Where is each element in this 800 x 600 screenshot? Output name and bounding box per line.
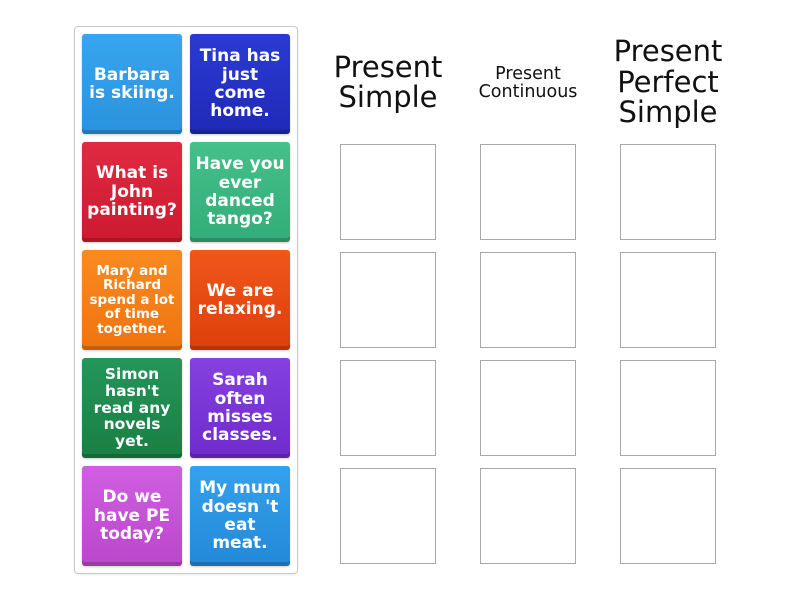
drop-zone-present-simple[interactable] — [340, 252, 436, 348]
card-text: We are relaxing. — [197, 280, 283, 319]
draggable-card[interactable]: Mary and Richard spend a lot of time tog… — [82, 250, 182, 350]
draggable-card[interactable]: What is John painting? — [82, 142, 182, 242]
card-text: Tina has just come home. — [199, 46, 281, 122]
draggable-card[interactable]: We are relaxing. — [190, 250, 290, 350]
header-line: Present — [333, 49, 443, 84]
drop-zone-present-continuous[interactable] — [480, 252, 576, 348]
drop-zone-present-perfect-simple[interactable] — [620, 144, 716, 240]
draggable-card[interactable]: Tina has just come home. — [190, 34, 290, 134]
draggable-card[interactable]: Simon hasn't read any novels yet. — [82, 358, 182, 458]
drop-zone-present-simple[interactable] — [340, 144, 436, 240]
drop-zone-present-continuous[interactable] — [480, 360, 576, 456]
header-line: Present — [495, 63, 561, 84]
card-text: Do we have PE today? — [93, 487, 171, 545]
card-text: Barbara is skiing. — [89, 64, 175, 103]
header-line: Perfect — [617, 64, 719, 99]
card-text: Simon hasn't read any novels yet. — [93, 365, 171, 451]
card-text: Mary and Richard spend a lot of time tog… — [89, 262, 175, 337]
card-text: Sarah often misses classes. — [202, 370, 278, 446]
draggable-card[interactable]: My mum doesn 't eat meat. — [190, 466, 290, 566]
drop-zone-present-perfect-simple[interactable] — [620, 360, 716, 456]
drop-zone-present-continuous[interactable] — [480, 468, 576, 564]
draggable-card[interactable]: Do we have PE today? — [82, 466, 182, 566]
card-text: What is John painting? — [87, 163, 177, 221]
drop-zone-present-continuous[interactable] — [480, 144, 576, 240]
card-text: Have you ever danced tango? — [195, 154, 285, 230]
draggable-card[interactable]: Have you ever danced tango? — [190, 142, 290, 242]
draggable-card[interactable]: Barbara is skiing. — [82, 34, 182, 134]
header-line: Simple — [618, 95, 718, 130]
drop-zone-present-perfect-simple[interactable] — [620, 252, 716, 348]
drop-zone-present-simple[interactable] — [340, 468, 436, 564]
header-line: Continuous — [478, 82, 578, 102]
drop-zone-present-simple[interactable] — [340, 360, 436, 456]
header-line: Present — [613, 34, 723, 69]
header-line: Simple — [338, 80, 438, 114]
drop-zone-present-perfect-simple[interactable] — [620, 468, 716, 564]
draggable-card[interactable]: Sarah often misses classes. — [190, 358, 290, 458]
card-text: My mum doesn 't eat meat. — [199, 478, 281, 554]
